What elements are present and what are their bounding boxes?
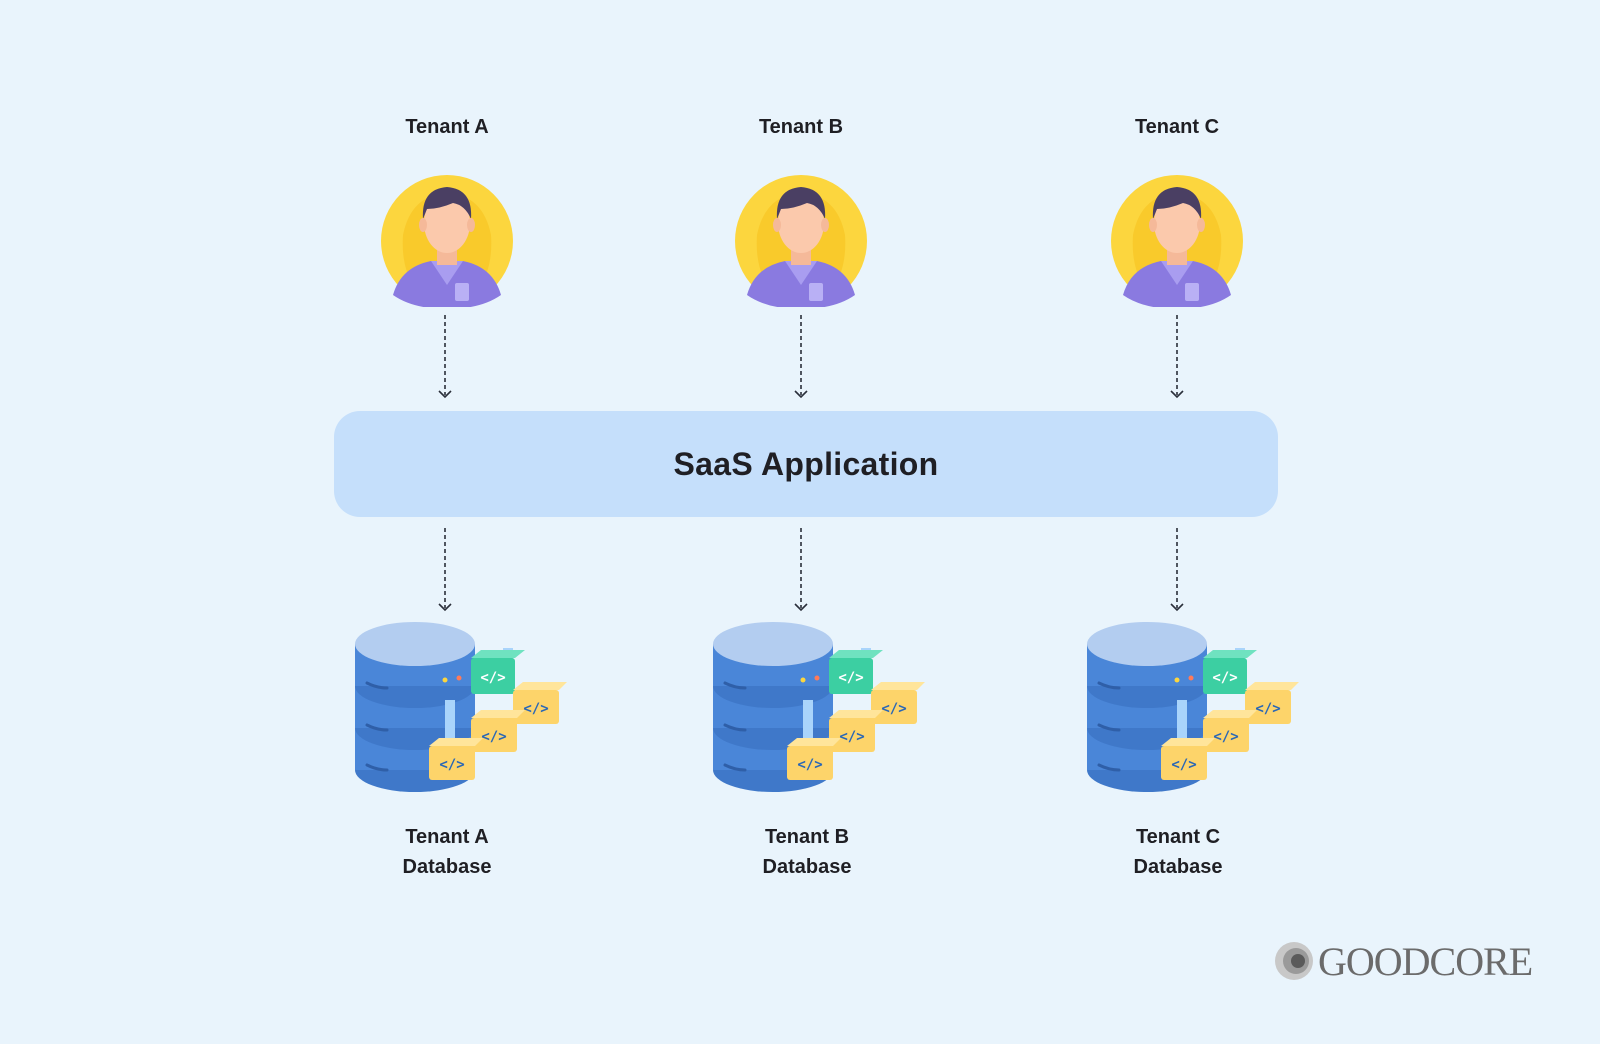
tenant-c-database-label: Tenant C Database — [1078, 822, 1278, 882]
arrow-down-icon — [437, 315, 453, 400]
db-label-line2: Database — [402, 856, 492, 878]
tenant-b-label: Tenant B — [758, 116, 844, 138]
tenant-a-database-icon — [353, 620, 568, 795]
tenant-b-database-label: Tenant B Database — [707, 822, 907, 882]
arrow-down-icon — [1169, 528, 1185, 613]
arrow-down-icon — [1169, 315, 1185, 400]
arrow-down-icon — [793, 315, 809, 400]
arrow-down-icon — [793, 528, 809, 613]
goodcore-logo: GOODCORE — [1274, 938, 1544, 984]
goodcore-logo-icon — [1275, 942, 1313, 980]
db-label-line2: Database — [762, 856, 852, 878]
tenant-b-person-icon — [735, 175, 867, 307]
saas-application-box: SaaS Application — [334, 411, 1278, 517]
saas-application-title: SaaS Application — [673, 445, 939, 482]
tenant-b-database-icon — [711, 620, 926, 795]
tenant-c-person-icon — [1111, 175, 1243, 307]
arrow-down-icon — [437, 528, 453, 613]
db-label-line1: Tenant C — [1135, 826, 1221, 848]
tenant-c-database-icon — [1085, 620, 1300, 795]
db-label-line1: Tenant B — [764, 826, 850, 848]
db-label-line2: Database — [1133, 856, 1223, 878]
goodcore-logo-text: GOODCORE — [1318, 938, 1533, 984]
tenant-c-label: Tenant C — [1134, 116, 1220, 138]
db-label-line1: Tenant A — [405, 826, 489, 848]
tenant-a-label: Tenant A — [405, 116, 489, 138]
tenant-a-database-label: Tenant A Database — [347, 822, 547, 882]
tenant-a-person-icon — [381, 175, 513, 307]
